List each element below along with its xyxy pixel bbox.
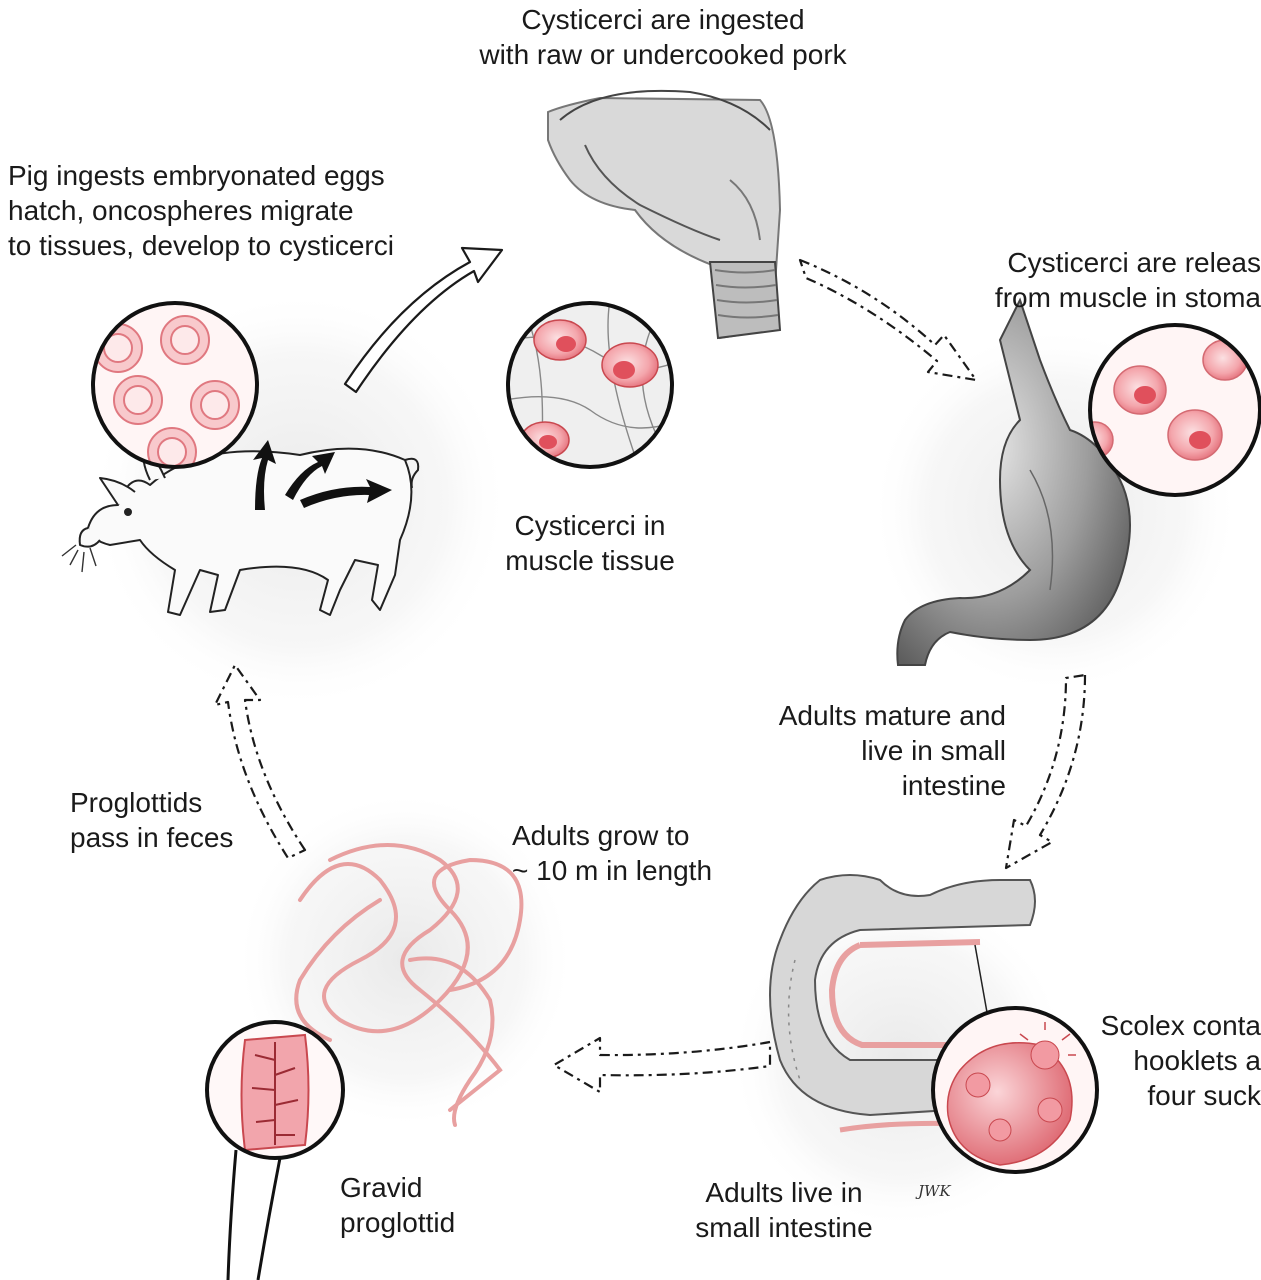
muscle-inset — [505, 300, 680, 470]
artist-signature: JWK — [918, 1182, 951, 1200]
label-pig-ingests: Pig ingests embryonated eggs hatch, onco… — [8, 158, 394, 263]
label-muscle-tissue: Cysticerci in muscle tissue — [480, 508, 700, 578]
label-adults-mature: Adults mature and live in small intestin… — [740, 698, 1006, 803]
label-ingest-pork: Cysticerci are ingested with raw or unde… — [448, 2, 878, 72]
label-released: Cysticerci are releas from muscle in sto… — [940, 245, 1261, 315]
head-illustration — [548, 91, 780, 338]
label-adults-grow: Adults grow to ~ 10 m in length — [512, 818, 712, 888]
gravid-inset — [207, 1022, 343, 1280]
label-adults-live: Adults live in small intestine — [670, 1175, 898, 1245]
label-scolex: Scolex conta hooklets a four suck — [1030, 1008, 1261, 1113]
label-proglottids: Proglottids pass in feces — [70, 785, 233, 855]
arrow-stomach-to-intestine — [1006, 675, 1085, 868]
label-gravid-proglottid: Gravid proglottid — [340, 1170, 455, 1240]
